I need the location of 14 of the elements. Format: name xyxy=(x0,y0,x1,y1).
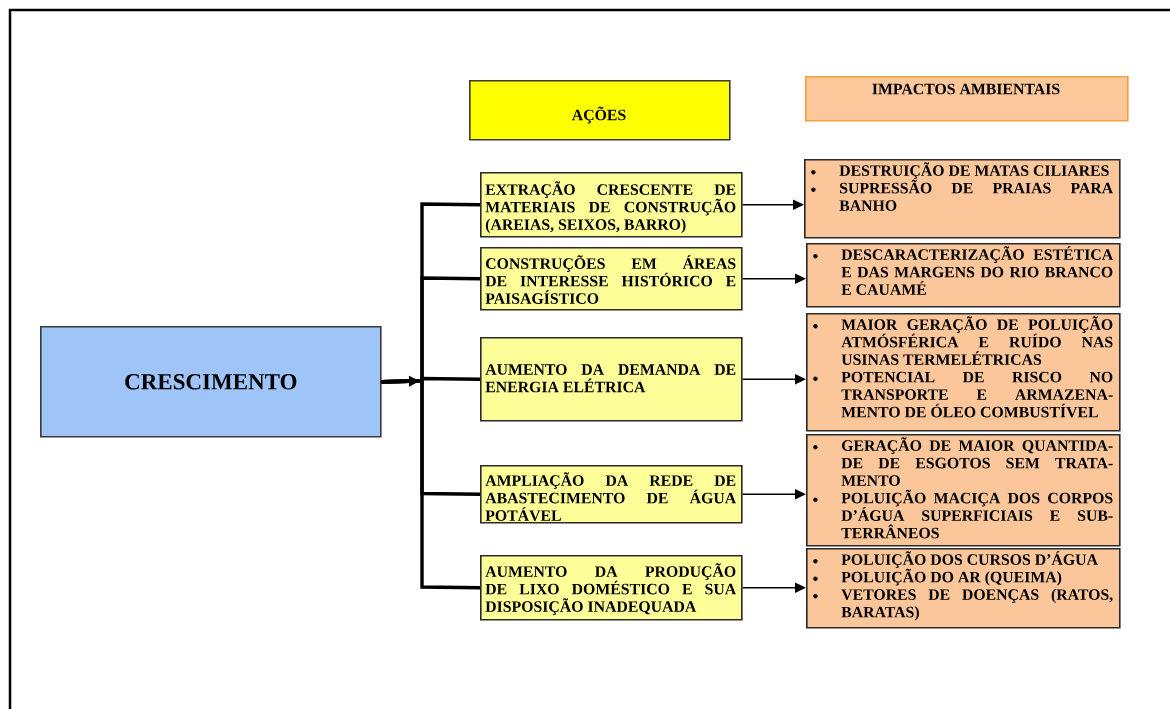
impact-box: POLUIÇÃO DOS CURSOS D’ÁGUA POLUIÇÃO DO AR (QUEIMA) VETORES DE DOENÇAS (RATOS, BARATAS) xyxy=(806,548,1121,629)
action-box: AUMENTO DA DEMANDA DE ENERGIA ELÉTRICA xyxy=(480,337,743,422)
process-box: CRESCIMENTO xyxy=(40,326,382,438)
impact-box: MAIOR GERAÇÃO DE POLUIÇÃO ATMÓSFÉRICA E RUÍDO NAS USINAS TERMELÉTRICAS POTENCIAL DE RISCO NO TRANSPORTE E ARMAZENA-MENTO DE ÓLEO COMBUSTÍVEL xyxy=(806,313,1121,432)
action-box: EXTRAÇÃO CRESCENTE DE MATERIAIS DE CONSTRUÇÃO (AREIAS, SEIXOS, BARRO) xyxy=(480,172,743,238)
connector-line xyxy=(381,379,481,590)
column-heading-box: AÇÕES xyxy=(469,80,731,141)
column-heading-box: IMPACTOS AMBIENTAIS xyxy=(805,76,1129,122)
action-box: AUMENTO DA PRODUÇÃO DE LIXO DOMÉSTICO E SUA DISPOSIÇÃO INADEQUADA xyxy=(480,555,743,621)
impact-box: DESTRUIÇÃO DE MATAS CILIARES SUPRESSÃO DE PRAIAS PARA BANHO xyxy=(804,159,1121,239)
action-box: AMPLIAÇÃO DA REDE DE ABASTECIMENTO DE ÁGUA POTÁVEL xyxy=(480,465,743,524)
action-box: CONSTRUÇÕES EM ÁREAS DE INTERESSE HISTÓRICO E PAISAGÍSTICO xyxy=(480,247,743,311)
impact-box: GERAÇÃO DE MAIOR QUANTIDA-DE DE ESGOTOS SEM TRATA-MENTO POLUIÇÃO MACIÇA DOS CORPOS D’ÁGUA SUPERFICIAIS E SUB-TERRÂNEOS xyxy=(806,434,1121,547)
impact-box: DESCARACTERIZAÇÃO ESTÉTICA E DAS MARGENS DO RIO BRANCO E CAUAMÉ xyxy=(806,243,1121,308)
